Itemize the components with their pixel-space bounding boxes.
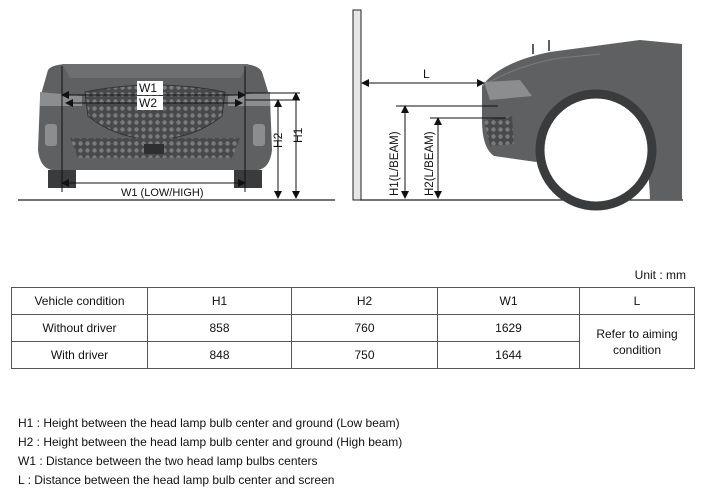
aiming-diagram: W1 W2 W1 (LOW/HIGH) H2 H1 [18,9,683,211]
header-w1: W1 [437,287,580,315]
note-w1: W1 : Distance between the two head lamp … [18,454,318,468]
table-row: With driver 848 750 1644 [11,341,695,369]
front-view: W1 W2 W1 (LOW/HIGH) H2 H1 [18,64,335,201]
h1-beam-label: H1(L/BEAM) [389,131,401,196]
note-h1: H1 : Height between the head lamp bulb c… [18,416,400,430]
cell-condition: With driver [11,341,148,369]
spec-table: Vehicle condition H1 H2 W1 L Without dri… [11,287,695,369]
note-h2: H2 : Height between the head lamp bulb c… [18,435,403,449]
w1-bottom-label: W1 (LOW/HIGH) [121,187,204,199]
header-vehicle-condition: Vehicle condition [11,287,148,315]
unit-label: Unit : mm [634,268,686,282]
h2-label: H2 [271,132,285,148]
cell-w1: 1644 [437,341,580,369]
w2-label: W2 [139,96,157,110]
h1-label: H1 [291,127,305,143]
table-row: Without driver 858 760 1629 Refer to aim… [11,314,695,369]
header-l: L [579,287,695,315]
h2-beam-label: H2(L/BEAM) [424,131,436,196]
note-l: L : Distance between the head lamp bulb … [18,473,335,487]
cell-h2: 760 [291,314,438,342]
cell-l-value: Refer to aiming condition [579,314,695,369]
table-header-row: Vehicle condition H1 H2 W1 L [11,287,695,315]
legend-notes: H1 : Height between the head lamp bulb c… [18,414,402,490]
cell-h2: 750 [291,341,438,369]
cell-condition: Without driver [11,314,148,342]
cell-w1: 1629 [437,314,580,342]
cell-h1: 848 [147,341,292,369]
side-view: L H1(L/BEAM) H2(L/BEAM) [352,9,683,211]
cell-h1: 858 [147,314,292,342]
car-side-illustration [481,40,682,211]
l-label: L [423,67,430,81]
header-h2: H2 [291,287,438,315]
header-h1: H1 [147,287,292,315]
aiming-screen [352,9,362,201]
l-value-text: Refer to aiming condition [596,326,678,357]
w1-top-label: W1 [139,81,157,95]
